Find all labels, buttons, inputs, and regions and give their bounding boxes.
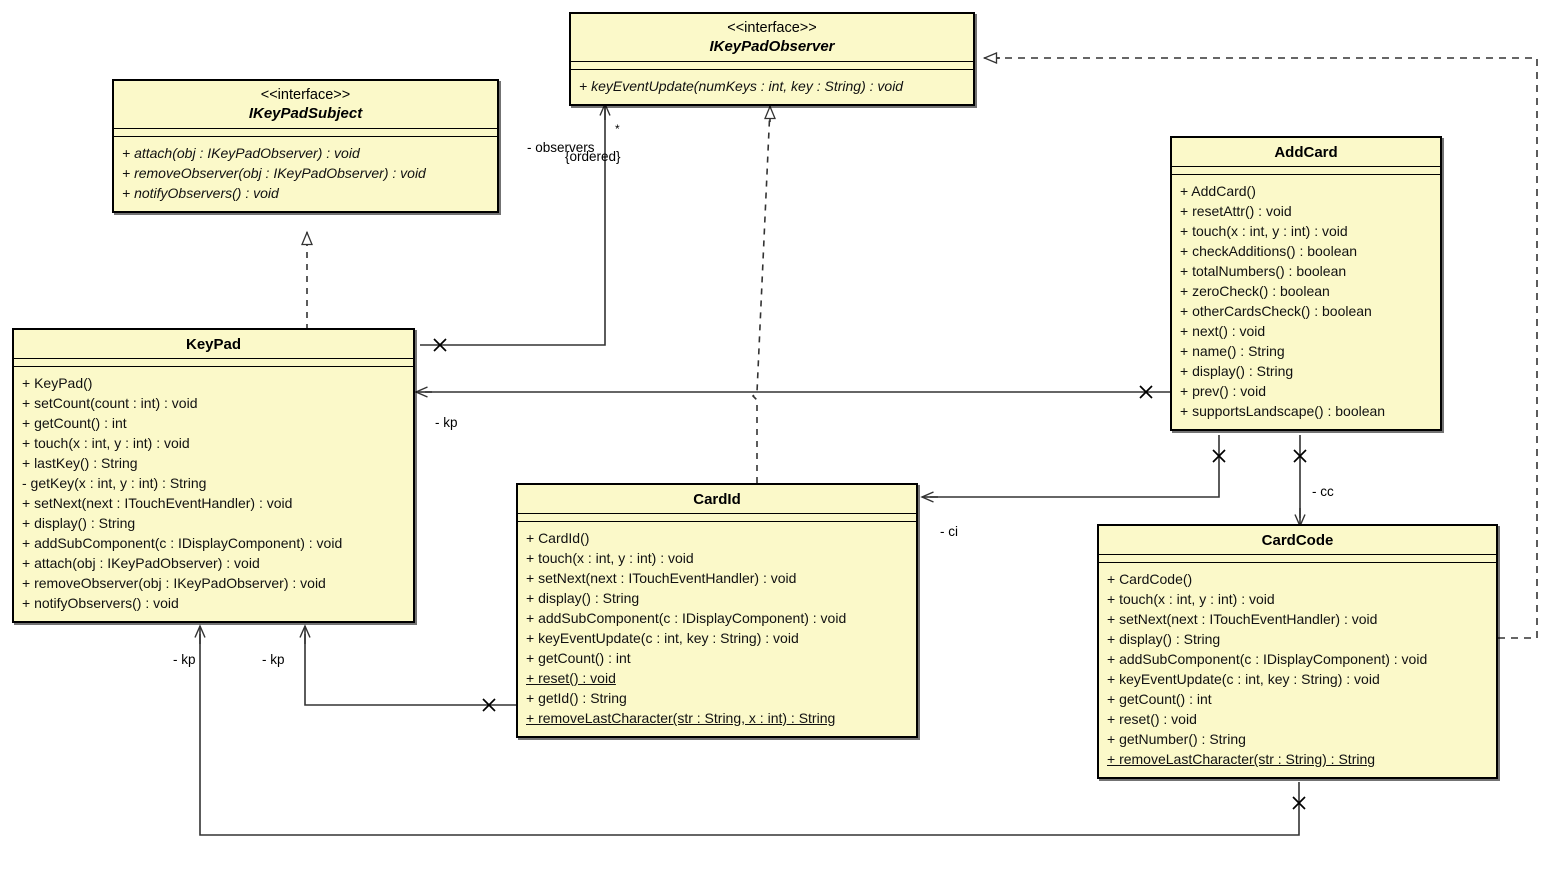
- operation-item: + lastKey() : String: [22, 455, 138, 471]
- realization-cardid-ikeypadobserver: [751, 104, 776, 483]
- class-name: IKeyPadSubject: [248, 105, 363, 122]
- attributes-compartment: [14, 359, 413, 367]
- operation-item: + display() : String: [1180, 363, 1294, 379]
- association-addcard-cardid: [920, 435, 1226, 503]
- operation-item: + display() : String: [1107, 631, 1221, 647]
- operation-item: + AddCard(): [1180, 183, 1256, 199]
- edge-label-kp-addcard: - kp: [435, 415, 458, 430]
- operation-item: + getCount() : int: [526, 650, 631, 666]
- operations-compartment: + keyEventUpdate(numKeys : int, key : St…: [571, 70, 973, 104]
- edge-label-observers-multiplicity: *: [615, 122, 620, 136]
- operation-item: + next() : void: [1180, 323, 1266, 339]
- class-box-keypad[interactable]: KeyPad + KeyPad() + setCount(count : int…: [12, 328, 415, 623]
- operation-item: + CardId(): [526, 530, 590, 546]
- operation-item: + setCount(count : int) : void: [22, 395, 198, 411]
- class-name: CardId: [693, 491, 741, 508]
- operation-item: + touch(x : int, y : int) : void: [1107, 591, 1275, 607]
- attributes-compartment: [1172, 167, 1440, 175]
- operation-item: + keyEventUpdate(c : int, key : String) …: [526, 630, 799, 646]
- operation-item: + setNext(next : ITouchEventHandler) : v…: [1107, 611, 1378, 627]
- class-box-ikeypadsubject[interactable]: <<interface>> IKeyPadSubject + attach(ob…: [112, 79, 499, 213]
- operation-item: + attach(obj : IKeyPadObserver) : void: [122, 145, 360, 161]
- operation-item: + getId() : String: [526, 690, 627, 706]
- edge-label-observers-ordered: {ordered}: [565, 149, 621, 164]
- operation-item: + addSubComponent(c : IDisplayComponent)…: [22, 535, 343, 551]
- operation-item: - getKey(x : int, y : int) : String: [22, 475, 207, 491]
- operation-item: + setNext(next : ITouchEventHandler) : v…: [526, 570, 797, 586]
- operation-item: + addSubComponent(c : IDisplayComponent)…: [526, 610, 847, 626]
- operation-item: + CardCode(): [1107, 571, 1193, 587]
- operation-item: + removeLastCharacter(str : String) : St…: [1107, 751, 1376, 767]
- edge-label-ci: - ci: [940, 524, 958, 539]
- operation-item: + reset() : void: [1107, 711, 1197, 727]
- class-box-ikeypadobserver[interactable]: <<interface>> IKeyPadObserver + keyEvent…: [569, 12, 975, 106]
- class-box-addcard[interactable]: AddCard + AddCard() + resetAttr() : void…: [1170, 136, 1442, 431]
- edge-label-observers-role: - observers: [527, 140, 595, 155]
- operation-item: + zeroCheck() : boolean: [1180, 283, 1330, 299]
- class-header-addcard: AddCard: [1172, 138, 1440, 167]
- class-header-keypad: KeyPad: [14, 330, 413, 359]
- association-cardid-keypad: [299, 624, 516, 712]
- operation-item: + supportsLandscape() : boolean: [1180, 403, 1386, 419]
- operation-item: + otherCardsCheck() : boolean: [1180, 303, 1372, 319]
- operation-item: + checkAdditions() : boolean: [1180, 243, 1358, 259]
- operation-item: + touch(x : int, y : int) : void: [526, 550, 694, 566]
- operation-item: + attach(obj : IKeyPadObserver) : void: [22, 555, 260, 571]
- class-name: AddCard: [1274, 144, 1338, 161]
- operation-item: + name() : String: [1180, 343, 1285, 359]
- attributes-compartment: [1099, 555, 1496, 563]
- operation-item: + addSubComponent(c : IDisplayComponent)…: [1107, 651, 1428, 667]
- operation-item: + notifyObservers() : void: [22, 595, 179, 611]
- association-addcard-cardcode: [1293, 435, 1307, 528]
- operations-compartment: + CardId() + touch(x : int, y : int) : v…: [518, 522, 916, 736]
- operations-compartment: + CardCode() + touch(x : int, y : int) :…: [1099, 563, 1496, 777]
- class-name: CardCode: [1261, 532, 1334, 549]
- operation-item: + touch(x : int, y : int) : void: [1180, 223, 1348, 239]
- class-stereotype: <<interface>>: [260, 87, 351, 103]
- operation-item: + setNext(next : ITouchEventHandler) : v…: [22, 495, 293, 511]
- operation-item: + removeObserver(obj : IKeyPadObserver) …: [22, 575, 326, 591]
- edge-label-cc: - cc: [1312, 484, 1334, 499]
- operation-item: + getCount() : int: [1107, 691, 1212, 707]
- operation-item: + prev() : void: [1180, 383, 1266, 399]
- edge-label-kp-cardid: - kp: [262, 652, 285, 667]
- operation-item: + keyEventUpdate(numKeys : int, key : St…: [579, 78, 904, 94]
- edge-label-kp-cardcode: - kp: [173, 652, 196, 667]
- operation-item: + keyEventUpdate(c : int, key : String) …: [1107, 671, 1380, 687]
- class-name: IKeyPadObserver: [709, 38, 835, 55]
- operation-item: + getNumber() : String: [1107, 731, 1246, 747]
- attributes-compartment: [571, 62, 973, 70]
- class-box-cardid[interactable]: CardId + CardId() + touch(x : int, y : i…: [516, 483, 918, 738]
- operation-item: + KeyPad(): [22, 375, 93, 391]
- operation-item: + display() : String: [526, 590, 640, 606]
- operation-item: + totalNumbers() : boolean: [1180, 263, 1347, 279]
- class-header-cardid: CardId: [518, 485, 916, 514]
- class-name: KeyPad: [185, 336, 242, 353]
- association-addcard-keypad: [414, 385, 1170, 399]
- operation-item: + removeLastCharacter(str : String, x : …: [526, 710, 836, 726]
- operation-item: + reset() : void: [526, 670, 616, 686]
- operations-compartment: + attach(obj : IKeyPadObserver) : void +…: [114, 137, 497, 211]
- operation-item: + getCount() : int: [22, 415, 127, 431]
- class-header-cardcode: CardCode: [1099, 526, 1496, 555]
- operation-item: + resetAttr() : void: [1180, 203, 1292, 219]
- class-stereotype: <<interface>>: [727, 20, 817, 36]
- attributes-compartment: [114, 129, 497, 137]
- attributes-compartment: [518, 514, 916, 522]
- class-box-cardcode[interactable]: CardCode + CardCode() + touch(x : int, y…: [1097, 524, 1498, 779]
- operations-compartment: + AddCard() + resetAttr() : void + touch…: [1172, 175, 1440, 429]
- operation-item: + touch(x : int, y : int) : void: [22, 435, 190, 451]
- operation-item: + removeObserver(obj : IKeyPadObserver) …: [122, 165, 426, 181]
- operation-item: + notifyObservers() : void: [122, 185, 279, 201]
- class-header-ikeypadobserver: <<interface>> IKeyPadObserver: [571, 14, 973, 62]
- operation-item: + display() : String: [22, 515, 136, 531]
- operations-compartment: + KeyPad() + setCount(count : int) : voi…: [14, 367, 413, 621]
- class-header-ikeypadsubject: <<interface>> IKeyPadSubject: [114, 81, 497, 129]
